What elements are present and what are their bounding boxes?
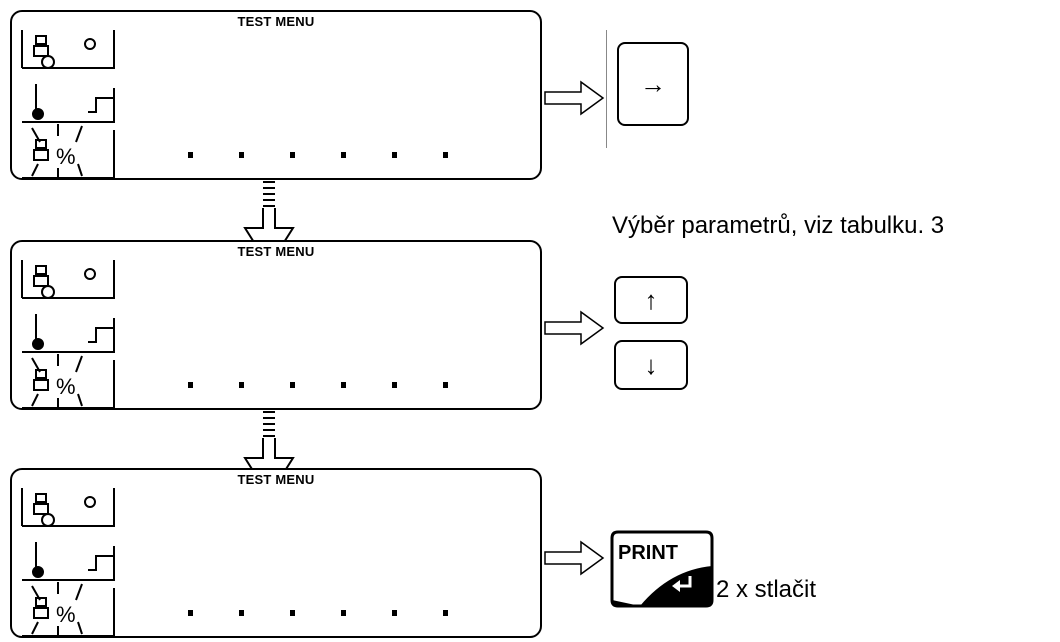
dot <box>188 610 193 616</box>
right-arrow-icon <box>544 80 605 116</box>
dot <box>443 382 448 388</box>
step2-caption: Výběr parametrů, viz tabulku. 3 <box>612 212 945 239</box>
dot <box>443 152 448 158</box>
up-key-button[interactable]: ↑ <box>614 276 688 324</box>
dots-row <box>188 610 448 616</box>
print-key-button[interactable] <box>610 530 714 608</box>
status-icons: % <box>21 488 115 637</box>
dot <box>341 610 346 616</box>
arrow-right-icon: → <box>640 68 666 99</box>
right-arrow-icon <box>544 540 605 576</box>
dot <box>392 610 397 616</box>
dot <box>188 382 193 388</box>
arrow-down-icon: ↓ <box>644 349 658 380</box>
status-icons: % <box>21 30 115 179</box>
right-arrow-icon <box>544 310 605 346</box>
svg-text:%: % <box>56 144 76 169</box>
print-key-label: PRINT <box>618 542 678 564</box>
display-panel-3: TEST MENU % <box>10 468 542 638</box>
dot <box>290 152 295 158</box>
panel-title: TEST MENU <box>237 472 315 487</box>
display-panel-2: TEST MENU % <box>10 240 542 410</box>
dot <box>443 610 448 616</box>
dot <box>239 610 244 616</box>
dot <box>239 152 244 158</box>
dot <box>341 382 346 388</box>
panel-title: TEST MENU <box>237 14 315 29</box>
dot <box>392 382 397 388</box>
dots-row <box>188 152 448 158</box>
status-icons: % <box>21 260 115 409</box>
panel-title: TEST MENU <box>237 244 315 259</box>
dot <box>290 382 295 388</box>
svg-text:%: % <box>56 602 76 627</box>
separator-line <box>606 30 607 148</box>
svg-text:%: % <box>56 374 76 399</box>
dot <box>239 382 244 388</box>
dot <box>188 152 193 158</box>
dot <box>341 152 346 158</box>
step3-caption: 2 x stlačit <box>716 576 817 603</box>
dot <box>392 152 397 158</box>
down-key-button[interactable]: ↓ <box>614 340 688 390</box>
display-panel-1: TEST MENU % <box>10 10 542 180</box>
dots-row <box>188 382 448 388</box>
right-key-button[interactable]: → <box>617 42 689 126</box>
arrow-up-icon: ↑ <box>644 284 658 315</box>
dot <box>290 610 295 616</box>
